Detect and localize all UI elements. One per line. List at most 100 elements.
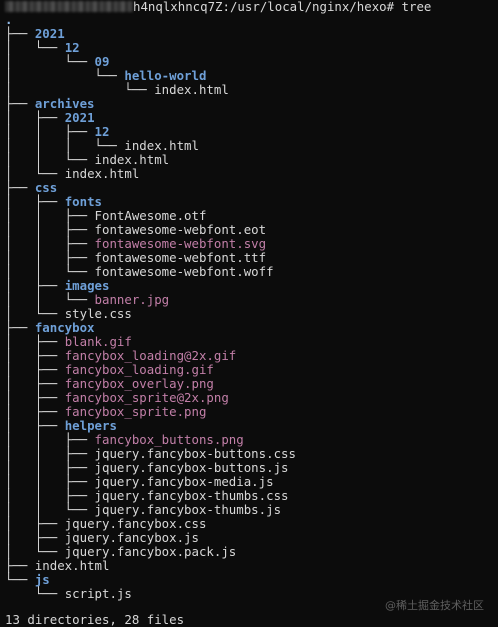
file-name: jquery.fancybox-buttons.js	[94, 460, 289, 475]
tree-line: │ ├── fancybox_loading@2x.gif	[5, 349, 236, 363]
tree-line: │ └── 09	[5, 55, 109, 69]
directory-name: 2021	[34, 26, 65, 41]
tree-line: │ │ ├── 12	[5, 125, 109, 139]
tree-line: │ └── index.html	[5, 83, 229, 97]
tree-line: │ ├── jquery.fancybox.css	[5, 517, 206, 531]
tree-line: │ ├── fancybox_sprite@2x.png	[5, 391, 229, 405]
file-name: index.html	[94, 152, 170, 167]
tree-line: │ │ ├── jquery.fancybox-media.js	[5, 475, 274, 489]
tree-line: ├── archives	[5, 97, 95, 111]
tree-branch: │ ├──	[5, 530, 65, 545]
tree-line: │ │ ├── fontawesome-webfont.ttf	[5, 251, 266, 265]
tree-branch: │ └──	[5, 40, 65, 55]
tree-branch: │ │ └──	[5, 292, 95, 307]
tree-line: │ │ │ └── index.html	[5, 139, 199, 153]
tree-branch: ├──	[5, 26, 35, 41]
tree-line: │ │ ├── fontawesome-webfont.svg	[5, 237, 266, 251]
tree-line: │ ├── 2021	[5, 111, 95, 125]
file-name: index.html	[124, 138, 199, 153]
tree-branch: ├──	[5, 320, 35, 335]
directory-name: images	[64, 278, 110, 293]
tree-branch: │ └──	[5, 544, 65, 559]
tree-branch: │ ├──	[5, 362, 65, 377]
file-name: fancybox_loading.gif	[64, 362, 214, 377]
tree-branch: │ │ ├──	[5, 432, 95, 447]
tree-line: │ ├── fancybox_overlay.png	[5, 377, 214, 391]
tree-line: ├── index.html	[5, 559, 109, 573]
tree-line: │ │ └── fontawesome-webfont.woff	[5, 265, 274, 279]
tree-root: .	[5, 12, 13, 27]
tree-branch: │ └──	[5, 82, 155, 97]
tree-line: ├── fancybox	[5, 321, 95, 335]
tree-line: └── script.js	[5, 587, 132, 601]
tree-branch: │ │ ├──	[5, 208, 95, 223]
tree-line: │ │ ├── jquery.fancybox-buttons.js	[5, 461, 289, 475]
tree-summary: 13 directories, 28 files	[5, 612, 185, 627]
tree-branch: │ ├──	[5, 194, 65, 209]
tree-branch: │ │ ├──	[5, 222, 95, 237]
command-prompt: h4nqlxhncq7Z:/usr/local/nginx/hexo# tree	[5, 0, 431, 14]
tree-branch: │ │ ├──	[5, 250, 95, 265]
file-name: index.html	[154, 82, 229, 97]
file-name: FontAwesome.otf	[94, 208, 207, 223]
directory-name: archives	[34, 96, 95, 111]
tree-line: │ ├── fonts	[5, 195, 102, 209]
tree-branch: │ │ └──	[5, 264, 95, 279]
tree-line: │ │ ├── jquery.fancybox-buttons.css	[5, 447, 296, 461]
file-name: jquery.fancybox.css	[64, 516, 207, 531]
file-name: blank.gif	[64, 334, 132, 349]
tree-branch: │ ├──	[5, 110, 65, 125]
prompt-text: h4nqlxhncq7Z:/usr/local/nginx/hexo# tree	[133, 0, 432, 14]
tree-branch: │ ├──	[5, 348, 65, 363]
file-name: fancybox_sprite.png	[64, 404, 207, 419]
tree-branch: ├──	[5, 180, 35, 195]
directory-name: 12	[94, 124, 110, 139]
file-name: fontawesome-webfont.ttf	[94, 250, 267, 265]
tree-branch: │ │ ├──	[5, 488, 95, 503]
tree-line: │ ├── fancybox_sprite.png	[5, 405, 206, 419]
tree-branch: │ └──	[5, 68, 125, 83]
tree-line: │ └── hello-world	[5, 69, 206, 83]
tree-branch: │ └──	[5, 306, 65, 321]
tree-branch: │ ├──	[5, 404, 65, 419]
tree-branch: │ │ ├──	[5, 124, 95, 139]
directory-name: helpers	[64, 418, 117, 433]
tree-branch: │ ├──	[5, 418, 65, 433]
file-name: index.html	[64, 166, 140, 181]
directory-name: 09	[94, 54, 110, 69]
file-name: jquery.fancybox-thumbs.js	[94, 502, 282, 517]
directory-name: css	[34, 180, 58, 195]
tree-line: │ ├── jquery.fancybox.js	[5, 531, 199, 545]
tree-branch: │ ├──	[5, 376, 65, 391]
tree-branch: │ ├──	[5, 278, 65, 293]
tree-branch: │ │ ├──	[5, 460, 95, 475]
file-name: jquery.fancybox-buttons.css	[94, 446, 296, 461]
tree-line: │ │ ├── jquery.fancybox-thumbs.css	[5, 489, 289, 503]
tree-branch: │ │ ├──	[5, 236, 95, 251]
tree-branch: │ └──	[5, 54, 95, 69]
tree-branch: │ │ ├──	[5, 446, 95, 461]
file-name: banner.jpg	[94, 292, 170, 307]
tree-line: │ │ ├── fancybox_buttons.png	[5, 433, 244, 447]
file-name: fancybox_loading@2x.gif	[64, 348, 237, 363]
tree-line: │ ├── blank.gif	[5, 335, 132, 349]
redacted-hostname	[5, 1, 133, 12]
tree-line: │ │ └── banner.jpg	[5, 293, 169, 307]
file-name: script.js	[64, 586, 132, 601]
directory-name: 12	[64, 40, 80, 55]
tree-line: │ └── style.css	[5, 307, 132, 321]
watermark: @稀土掘金技术社区	[385, 599, 484, 612]
tree-branch: │ │ └──	[5, 502, 95, 517]
tree-line: │ ├── fancybox_loading.gif	[5, 363, 214, 377]
tree-line: ├── css	[5, 181, 57, 195]
directory-name: hello-world	[124, 68, 207, 83]
tree-branch: │ ├──	[5, 334, 65, 349]
tree-line: │ └── index.html	[5, 167, 139, 181]
tree-line: │ ├── helpers	[5, 419, 117, 433]
tree-line: └── js	[5, 573, 50, 587]
tree-branch: │ │ └──	[5, 152, 95, 167]
directory-name: fonts	[64, 194, 102, 209]
directory-name: 2021	[64, 110, 95, 125]
tree-branch: └──	[5, 572, 35, 587]
